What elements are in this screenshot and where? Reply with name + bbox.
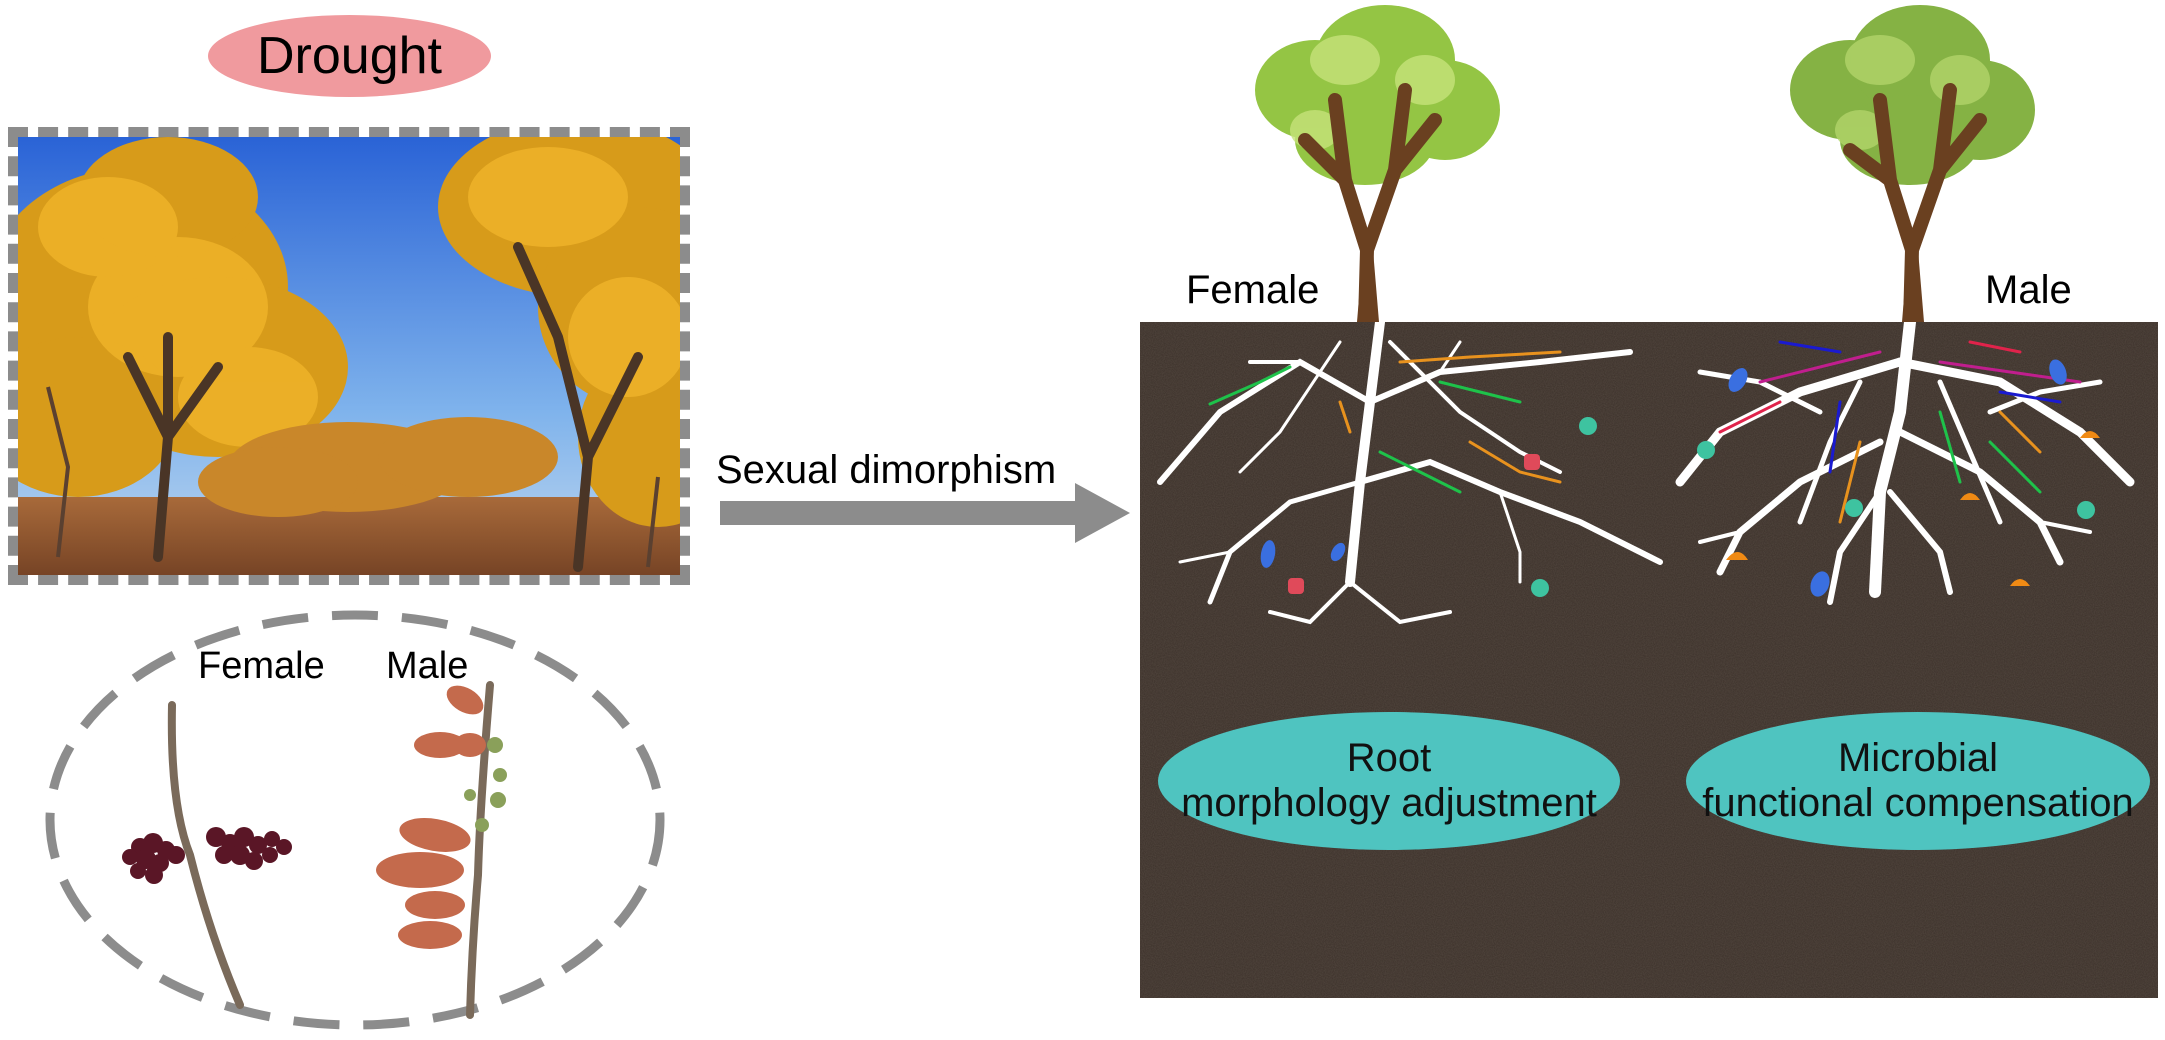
male-tree <box>1790 5 2035 322</box>
microbial-compensation-oval: Microbial functional compensation <box>1686 712 2150 850</box>
drought-badge: Drought <box>208 15 491 97</box>
female-tree <box>1255 5 1500 322</box>
tree-label-female: Female <box>1186 268 1320 312</box>
root-oval-line1: Root <box>1346 736 1432 781</box>
arrow-label: Sexual dimorphism <box>716 448 1057 492</box>
male-microbes <box>1697 359 2100 597</box>
flower-label-female: Female <box>198 645 325 687</box>
male-catkin <box>376 681 507 1019</box>
female-microbes <box>1260 417 1597 597</box>
female-catkin <box>122 701 292 1009</box>
microbial-oval-line1: Microbial <box>1837 736 1999 781</box>
desert-poplar-photo-frame <box>8 127 690 585</box>
soil-panel <box>1140 322 2158 998</box>
right-arrow-icon <box>720 483 1130 543</box>
root-morphology-oval: Root morphology adjustment <box>1158 712 1620 850</box>
drought-label: Drought <box>257 27 442 85</box>
microbial-oval-line2: functional compensation <box>1702 781 2134 825</box>
tree-label-male: Male <box>1985 268 2072 312</box>
flower-oval <box>45 610 665 1030</box>
flower-label-male: Male <box>386 645 469 687</box>
root-oval-line2: morphology adjustment <box>1181 781 1597 825</box>
desert-poplar-photo <box>18 137 680 575</box>
